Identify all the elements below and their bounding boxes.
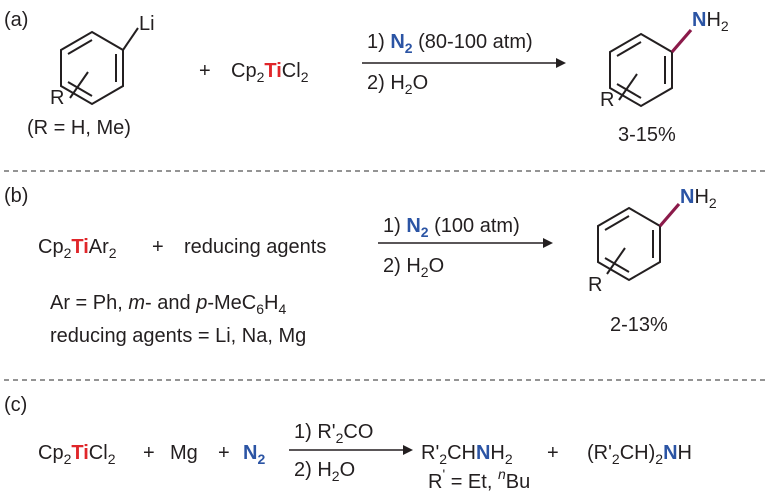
step-1-label: 1) N2 (80-100 atm) [367,31,533,56]
panel-c: (c) Cp2TiCl2 + Mg + N2 1) R'2CO 2) H2O R… [4,394,692,493]
panel-a-aniline-product: NH2 R 3-15% [600,9,729,146]
plus-sign: + [143,442,155,464]
titanocene-dichloride: Cp2TiCl2 [38,442,116,467]
r-definition: (R = H, Me) [27,117,131,139]
lithium-label: Li [139,13,155,35]
amine-label: NH2 [680,186,717,211]
aryl-definition: Ar = Ph, m- and p-MeC6H4 [50,292,286,317]
arrow-head [556,58,566,68]
ring-substituent-r: R [588,274,602,296]
step-2-label: 2) H2O [367,72,428,97]
ring-substituent-r: R [50,87,64,109]
plus-sign: + [199,60,211,82]
primary-amine-product: R'2CHNH2 [421,442,513,467]
arrow-head [403,445,413,455]
secondary-amine-product: (R'2CH)2NH [587,442,692,467]
diaryl-titanocene: Cp2TiAr2 [38,236,117,261]
arrow-head [543,238,553,248]
yield-label: 3-15% [618,124,676,146]
panel-b-aniline-product: NH2 R 2-13% [588,186,717,336]
plus-sign: + [218,442,230,464]
ring-substituent-r: R [600,89,614,111]
c-n-bond [658,202,681,228]
magnesium: Mg [170,442,198,464]
benzene-ring [597,206,661,282]
step-2-label: 2) H2O [294,459,355,484]
plus-sign: + [152,236,164,258]
benzene-ring [60,30,124,106]
c-n-bond [670,28,693,54]
reducing-agents-definition: reducing agents = Li, Na, Mg [50,325,306,347]
step-2-label: 2) H2O [383,255,444,280]
step-1-label: 1) R'2CO [294,421,373,446]
dinitrogen: N2 [243,442,265,467]
plus-sign: + [547,442,559,464]
panel-a-aryllithium: Li R (R = H, Me) [27,13,155,139]
titanocene-dichloride: Cp2TiCl2 [231,60,309,85]
panel-b-label: (b) [4,185,28,207]
r-prime-definition: R' = Et, nBu [428,466,530,493]
panel-a: (a) Li R (R = H, Me) + Cp2TiCl2 1) N2 (8… [4,9,729,146]
panel-b: (b) Cp2TiAr2 + reducing agents 1) N2 (10… [4,185,717,347]
reducing-agents: reducing agents [184,236,326,258]
yield-label: 2-13% [610,314,668,336]
panel-a-label: (a) [4,9,28,31]
panel-c-label: (c) [4,394,27,416]
step-1-label: 1) N2 (100 atm) [383,215,520,240]
amine-label: NH2 [692,9,729,34]
benzene-ring [609,32,673,108]
